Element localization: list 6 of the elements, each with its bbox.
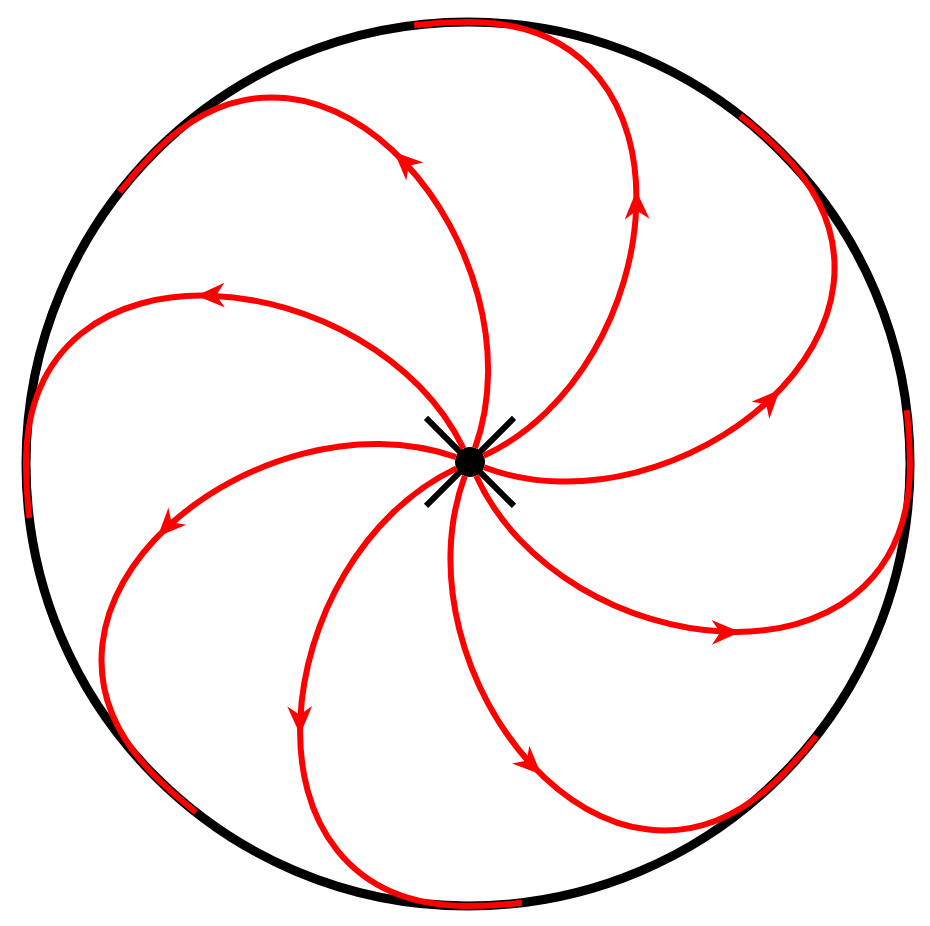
center-dot — [455, 447, 485, 477]
curved-arrow — [117, 95, 491, 449]
curved-arrow — [448, 475, 819, 833]
outer-circle — [21, 17, 915, 911]
curved-arrow — [99, 441, 457, 815]
curved-arrow — [483, 113, 837, 484]
